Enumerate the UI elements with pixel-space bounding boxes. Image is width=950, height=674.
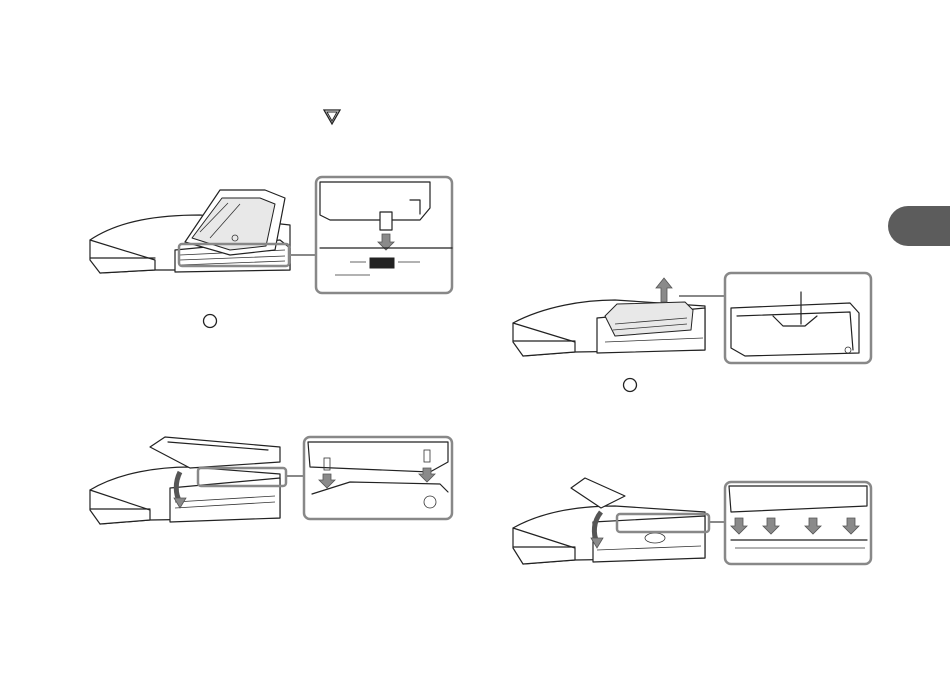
figure-install-drive <box>80 170 460 300</box>
triangle-mark-icon <box>322 108 342 126</box>
figure-attach-cover-left <box>80 432 460 532</box>
circle-mark-icon <box>622 377 638 393</box>
figure-remove-cover <box>505 268 875 368</box>
figure-attach-cover-right <box>505 478 875 574</box>
circle-mark-icon <box>202 313 218 329</box>
section-tab-marker <box>888 206 950 246</box>
